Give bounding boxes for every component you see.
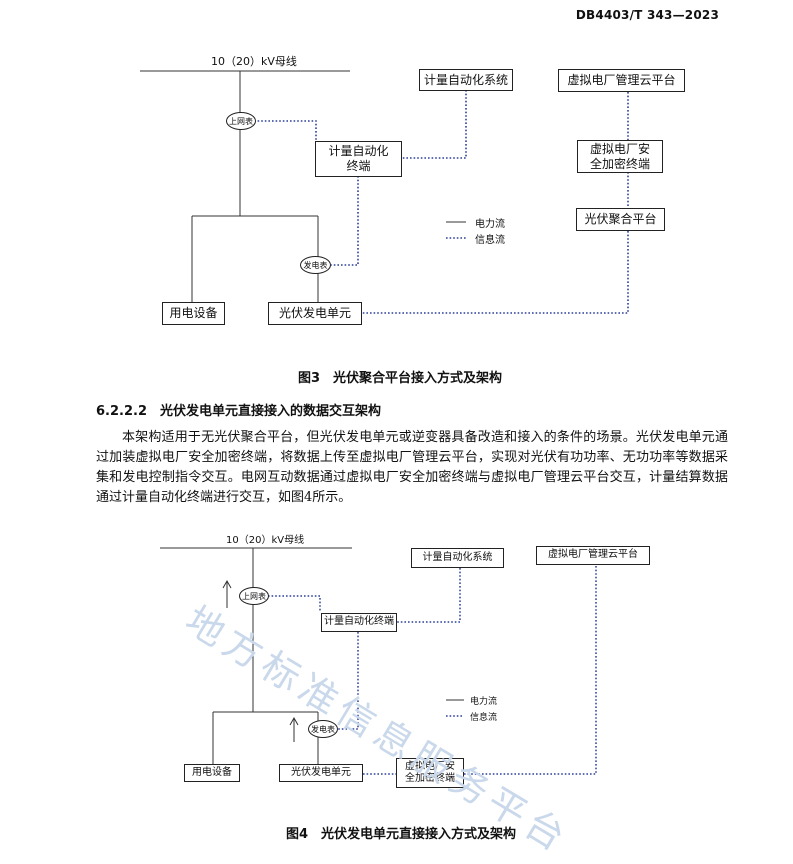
fig4-metering-system-box: 计量自动化系统 xyxy=(411,548,504,568)
figure-3-caption: 图3 光伏聚合平台接入方式及架构 xyxy=(298,371,503,386)
fig3-grid-meter: 上网表 xyxy=(226,112,256,130)
fig3-metering-terminal-box: 计量自动化 终端 xyxy=(315,141,402,177)
fig4-load-device-box: 用电设备 xyxy=(184,764,240,782)
section-heading: 6.2.2.2 光伏发电单元直接接入的数据交互架构 xyxy=(96,404,381,419)
fig4-metering-terminal-box: 计量自动化终端 xyxy=(321,613,397,632)
fig3-legend-info: 信息流 xyxy=(475,235,505,246)
fig4-generation-meter: 发电表 xyxy=(308,720,338,738)
fig3-legend-power: 电力流 xyxy=(475,219,505,230)
fig4-grid-meter: 上网表 xyxy=(239,587,269,605)
fig3-aggregation-platform-box: 光伏聚合平台 xyxy=(576,208,665,231)
section-paragraph: 本架构适用于无光伏聚合平台，但光伏发电单元或逆变器具备改造和接入的条件的场景。光… xyxy=(96,428,728,508)
fig3-vpp-platform-box: 虚拟电厂管理云平台 xyxy=(558,69,685,92)
fig3-security-terminal-box: 虚拟电厂安 全加密终端 xyxy=(577,140,663,173)
fig4-bus-label: 10（20）kV母线 xyxy=(226,535,305,546)
paragraph-text: 本架构适用于无光伏聚合平台，但光伏发电单元或逆变器具备改造和接入的条件的场景。光… xyxy=(96,430,728,505)
document-code: DB4403/T 343—2023 xyxy=(575,8,719,22)
fig4-legend-info: 信息流 xyxy=(470,713,498,723)
figure-4-caption: 图4 光伏发电单元直接接入方式及架构 xyxy=(286,827,517,842)
fig4-vpp-platform-box: 虚拟电厂管理云平台 xyxy=(536,546,650,565)
fig4-pv-unit-box: 光伏发电单元 xyxy=(279,764,363,782)
fig3-pv-unit-box: 光伏发电单元 xyxy=(268,302,362,325)
fig3-load-device-box: 用电设备 xyxy=(162,302,225,325)
fig3-metering-system-box: 计量自动化系统 xyxy=(419,69,513,91)
fig4-legend-power: 电力流 xyxy=(470,697,498,707)
fig4-security-terminal-box: 虚拟电厂安 全加密终端 xyxy=(396,758,464,788)
fig3-generation-meter: 发电表 xyxy=(300,256,331,274)
fig3-bus-label: 10（20）kV母线 xyxy=(211,55,297,68)
